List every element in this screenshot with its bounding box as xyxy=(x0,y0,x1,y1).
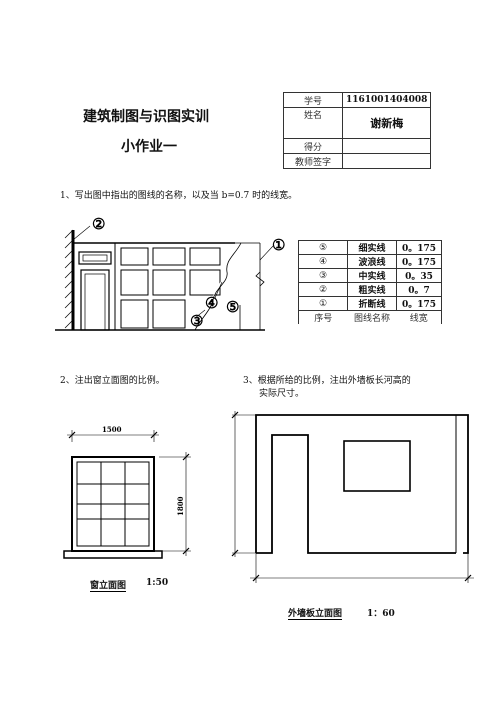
window-height-dimension: 1800 xyxy=(176,496,185,516)
line-width: 0。175 xyxy=(396,240,442,255)
marker-3: ③ xyxy=(190,312,203,330)
table-header-row: 序号 图线名称 线宽 xyxy=(298,310,442,324)
question-1-text: 1、写出图中指出的图线的名称，以及当 b=0.7 时的线宽。 xyxy=(60,191,298,201)
row-number: ④ xyxy=(298,254,348,269)
window-width-dimension: 1500 xyxy=(102,425,122,434)
score-value xyxy=(341,138,432,154)
line-name: 粗实线 xyxy=(347,282,397,297)
student-info-table: 学号 1161001404008 姓名 谢新梅 得分 教师签字 xyxy=(283,92,432,169)
row-number: ⑤ xyxy=(298,240,348,255)
row-number: ① xyxy=(298,296,348,311)
student-id-label: 学号 xyxy=(283,92,343,108)
window-elevation-drawing: 1500 1800 xyxy=(63,425,191,559)
wall-panel-caption: 外墙板立面图 xyxy=(288,606,343,620)
question-3-text-line1: 3、根据所给的比例，注出外墙板长河高的 xyxy=(243,376,411,386)
line-name: 波浪线 xyxy=(347,254,397,269)
question-3-text-line2: 实际尺寸。 xyxy=(259,389,305,399)
line-name: 折断线 xyxy=(347,296,397,311)
table-row: ① 折断线 0。175 xyxy=(298,296,442,311)
question-2-text: 2、注出窗立面图的比例。 xyxy=(60,376,165,386)
wall-elevation-drawing: ② ① ④ ⑤ ③ xyxy=(55,215,285,331)
table-row: ② 粗实线 0。7 xyxy=(298,282,442,297)
table-row: ⑤ 细实线 0。175 xyxy=(298,240,442,255)
table-row: ④ 波浪线 0。175 xyxy=(298,254,442,269)
wall-panel-scale: 1：60 xyxy=(367,609,395,619)
teacher-signature-value xyxy=(341,153,432,169)
wall-panel-elevation-drawing xyxy=(231,411,474,583)
document-title: 建筑制图与识图实训 xyxy=(83,109,209,125)
window-elevation-scale: 1:50 xyxy=(146,578,169,588)
line-name: 细实线 xyxy=(347,240,397,255)
line-types-table: ⑤ 细实线 0。175 ④ 波浪线 0。175 ③ 中实线 0。35 ② 粗实线… xyxy=(298,240,442,324)
marker-5: ⑤ xyxy=(226,298,239,316)
line-width: 0。7 xyxy=(396,282,442,297)
score-label: 得分 xyxy=(283,138,343,154)
line-name: 中实线 xyxy=(347,268,397,283)
line-width: 0。175 xyxy=(396,296,442,311)
line-width: 0。35 xyxy=(396,268,442,283)
header-line-name: 图线名称 xyxy=(347,310,397,324)
row-number: ② xyxy=(298,282,348,297)
header-number: 序号 xyxy=(298,310,348,324)
document-subtitle: 小作业一 xyxy=(121,139,177,155)
header-line-width: 线宽 xyxy=(396,310,442,324)
line-width: 0。175 xyxy=(396,254,442,269)
name-label: 姓名 xyxy=(283,107,343,139)
window-elevation-caption: 窗立面图 xyxy=(90,578,127,592)
marker-4: ④ xyxy=(205,294,218,312)
teacher-signature-label: 教师签字 xyxy=(283,153,343,169)
student-id-value: 1161001404008 xyxy=(341,92,432,108)
marker-1: ① xyxy=(272,236,285,254)
table-row: ③ 中实线 0。35 xyxy=(298,268,442,283)
marker-2: ② xyxy=(92,215,105,233)
name-value: 谢新梅 xyxy=(341,107,432,139)
row-number: ③ xyxy=(298,268,348,283)
